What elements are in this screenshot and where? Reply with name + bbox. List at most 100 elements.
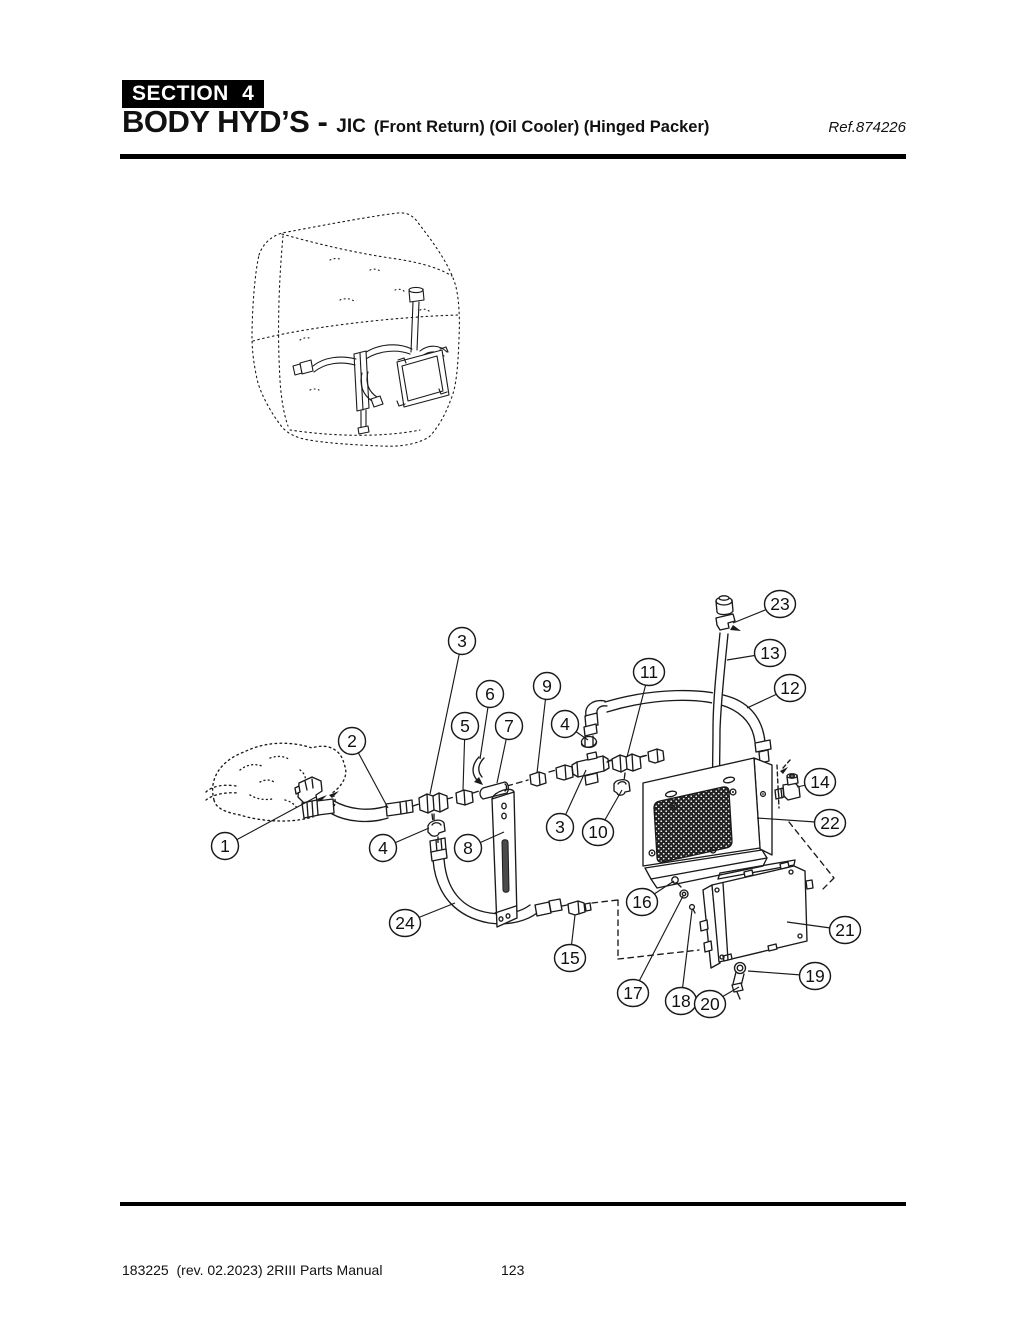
callout-circle bbox=[450, 711, 480, 741]
callout-4: 4 bbox=[550, 709, 589, 741]
title-detail: (Front Return) (Oil Cooler) (Hinged Pack… bbox=[373, 118, 710, 136]
callout-9: 9 bbox=[532, 671, 562, 774]
callout-22: 22 bbox=[756, 808, 847, 838]
callout-leader-line bbox=[680, 909, 693, 1002]
tube-7-drawing bbox=[479, 781, 509, 800]
title-sub: JIC bbox=[336, 116, 366, 137]
callout-10: 10 bbox=[581, 789, 623, 847]
callout-circle bbox=[550, 709, 580, 739]
callout-18: 18 bbox=[664, 909, 698, 1016]
callout-circle bbox=[632, 657, 666, 687]
callout-leader-line bbox=[626, 671, 650, 758]
callout-circle bbox=[475, 679, 505, 709]
tee-fitting-3-drawing bbox=[571, 735, 610, 786]
callout-14: 14 bbox=[796, 767, 837, 797]
callout-circle bbox=[553, 943, 587, 973]
callout-circle bbox=[453, 833, 483, 863]
callout-number: 6 bbox=[485, 684, 495, 704]
callout-number: 17 bbox=[623, 983, 642, 1003]
union-fitting-3-drawing bbox=[418, 792, 449, 823]
callout-circle bbox=[388, 908, 422, 938]
cooler-core-21-drawing bbox=[699, 859, 814, 969]
hose-12-drawing bbox=[583, 688, 772, 764]
callout-number: 1 bbox=[220, 836, 230, 856]
callout-5: 5 bbox=[450, 711, 480, 791]
callout-number: 24 bbox=[395, 913, 415, 933]
callout-number: 5 bbox=[460, 716, 470, 736]
nut-right-of-11-drawing bbox=[647, 748, 665, 764]
callout-circle bbox=[494, 711, 524, 741]
valve-reference-drawing bbox=[205, 742, 347, 822]
callout-15: 15 bbox=[553, 914, 587, 973]
callout-circle bbox=[813, 808, 847, 838]
callout-circle bbox=[763, 589, 797, 619]
exploded-diagram-drawing bbox=[205, 595, 835, 1000]
hose-guard-6-drawing bbox=[472, 756, 485, 785]
callout-circle bbox=[368, 833, 398, 863]
callout-number: 8 bbox=[463, 838, 473, 858]
callout-circle bbox=[210, 831, 240, 861]
section-label-text: SECTION 4 bbox=[132, 82, 255, 105]
callout-number: 7 bbox=[504, 716, 514, 736]
union-11-drawing bbox=[606, 753, 649, 782]
title-main: BODY HYD’S - bbox=[122, 104, 328, 139]
callout-12: 12 bbox=[746, 673, 807, 709]
clamp-4-drawing bbox=[427, 813, 446, 844]
callout-circle bbox=[828, 915, 862, 945]
callout-number: 14 bbox=[810, 772, 830, 792]
reference-number: Ref.874226 bbox=[828, 119, 906, 136]
callout-number: 18 bbox=[671, 991, 690, 1011]
footer-rule bbox=[120, 1202, 906, 1206]
callout-number: 12 bbox=[780, 678, 799, 698]
callout-number: 20 bbox=[700, 994, 720, 1014]
callout-16: 16 bbox=[625, 880, 675, 917]
callout-circle bbox=[447, 626, 477, 656]
footer-page-number: 123 bbox=[501, 1262, 525, 1278]
callout-circle bbox=[753, 638, 787, 668]
callout-leader-line bbox=[429, 640, 463, 795]
callout-number: 13 bbox=[760, 643, 779, 663]
elbow-fitting-1-drawing bbox=[294, 776, 339, 806]
callout-number: 10 bbox=[588, 822, 608, 842]
callout-number: 11 bbox=[640, 662, 658, 682]
callout-number: 15 bbox=[560, 948, 579, 968]
callout-number: 9 bbox=[542, 676, 552, 696]
callout-2: 2 bbox=[337, 726, 389, 809]
nut-5-drawing bbox=[455, 789, 474, 806]
bracket-8-drawing bbox=[491, 788, 518, 928]
header-rule bbox=[120, 154, 906, 159]
cap-10-drawing bbox=[613, 779, 631, 796]
footer-document-id: 183225 (rev. 02.2023) 2RIII Parts Manual bbox=[122, 1262, 383, 1278]
callout-leader-line bbox=[224, 796, 317, 847]
hose-2-drawing bbox=[301, 798, 414, 824]
callout-number: 2 bbox=[347, 731, 357, 751]
callout-11: 11 bbox=[626, 657, 666, 758]
callout-number: 3 bbox=[555, 817, 565, 837]
callout-circle bbox=[803, 767, 837, 797]
callout-number: 21 bbox=[835, 920, 854, 940]
callout-19: 19 bbox=[747, 961, 832, 991]
cooler-bracket-22-drawing bbox=[642, 757, 835, 890]
page-title: BODY HYD’S - JIC (Front Return) (Oil Coo… bbox=[122, 104, 906, 140]
callout-circle bbox=[773, 673, 807, 703]
callout-circle bbox=[693, 989, 727, 1019]
callout-circle bbox=[616, 978, 650, 1008]
elbow-14-drawing bbox=[774, 773, 801, 801]
callout-circle bbox=[337, 726, 367, 756]
section-label: SECTION 4 bbox=[122, 80, 265, 108]
assembly-axis-dashed bbox=[412, 754, 648, 807]
callout-leader-line bbox=[536, 685, 548, 774]
callout-23: 23 bbox=[732, 589, 797, 624]
callout-number: 23 bbox=[770, 594, 789, 614]
callout-leader-line bbox=[632, 895, 684, 994]
callout-21: 21 bbox=[786, 915, 862, 945]
callout-number: 16 bbox=[632, 892, 651, 912]
callout-circle bbox=[798, 961, 832, 991]
callout-13: 13 bbox=[726, 638, 787, 668]
callout-circle bbox=[581, 817, 615, 847]
callout-circle bbox=[625, 887, 659, 917]
callout-8: 8 bbox=[453, 831, 505, 863]
